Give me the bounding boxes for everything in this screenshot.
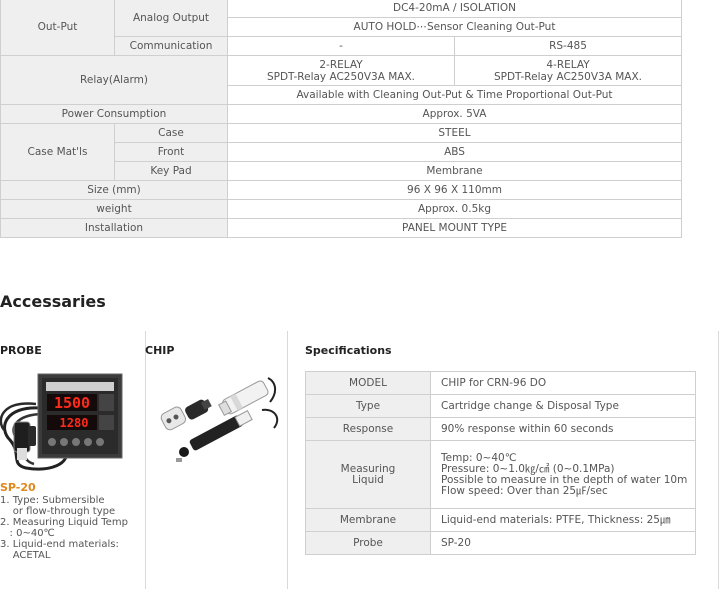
spec-label-communication: Communication <box>114 36 228 56</box>
accessories-title: Accessaries <box>0 292 106 311</box>
probe-note-line: 3. Liquid-end materials: <box>0 539 119 550</box>
spec-table: Out-Put Analog Output DC4-20mA / ISOLATI… <box>0 0 682 238</box>
spec-value-front: ABS <box>227 142 682 162</box>
acc-value-membrane: Liquid-end materials: PTFE, Thickness: 2… <box>430 508 696 532</box>
acc-value-line: Pressure: 0~1.0㎏/㎠ (0~0.1MPa) <box>441 462 615 475</box>
probe-model-label: SP-20 <box>0 481 36 494</box>
acc-value-type: Cartridge change & Disposal Type <box>430 394 696 418</box>
probe-note-line: 1. Type: Submersible <box>0 495 105 506</box>
spec-value-comm-a: - <box>227 36 455 56</box>
spec-label-relay: Relay(Alarm) <box>0 55 228 105</box>
acc-value-line: Temp: 0~40℃ <box>441 451 517 464</box>
spec-value-relay-a: 2-RELAY SPDT-Relay AC250V3A MAX. <box>227 55 455 86</box>
spec-value-relay-note: Available with Cleaning Out-Put & Time P… <box>227 85 682 105</box>
spec-label-size: Size (mm) <box>0 180 228 200</box>
acc-label-response: Response <box>305 417 431 441</box>
spec-value-comm-b: RS-485 <box>454 36 682 56</box>
acc-value-response: 90% response within 60 seconds <box>430 417 696 441</box>
accessory-spec-table: MODEL CHIP for CRN-96 DO Type Cartridge … <box>305 371 696 555</box>
spec-label-analog-output: Analog Output <box>114 0 228 37</box>
spec-label-case: Case <box>114 123 228 143</box>
probe-notes: 1. Type: Submersible or flow-through typ… <box>0 495 128 561</box>
spec-label-case-mat: Case Mat'ls <box>0 123 115 181</box>
display-top-value: 1500 <box>54 394 90 412</box>
relay-b-line2: SPDT-Relay AC250V3A MAX. <box>493 70 643 83</box>
acc-value-model: CHIP for CRN-96 DO <box>430 371 696 395</box>
relay-a-line1: 2-RELAY <box>319 58 363 71</box>
probe-note-line: 2. Measuring Liquid Temp <box>0 517 128 528</box>
spec-value-size: 96 X 96 X 110mm <box>227 180 682 200</box>
spec-label-power: Power Consumption <box>0 104 228 124</box>
spec-label-front: Front <box>114 142 228 162</box>
acc-label-model: MODEL <box>305 371 431 395</box>
spec-value-power: Approx. 5VA <box>227 104 682 124</box>
probe-controller-image: 1500 1280 <box>0 373 123 471</box>
spec-value-analog-2: AUTO HOLD⋯Sensor Cleaning Out-Put <box>227 17 682 37</box>
spec-label-installation: Installation <box>0 218 228 238</box>
acc-value-measuring-liquid: Temp: 0~40℃ Pressure: 0~1.0㎏/㎠ (0~0.1MPa… <box>430 440 696 509</box>
acc-label-probe: Probe <box>305 531 431 555</box>
column-divider <box>718 331 719 589</box>
spec-value-case: STEEL <box>227 123 682 143</box>
probe-note: 3. Liquid-end materials: ACETAL <box>0 539 128 561</box>
acc-value-probe: SP-20 <box>430 531 696 555</box>
chip-heading: CHIP <box>145 344 175 357</box>
spec-label-out-put: Out-Put <box>0 0 115 56</box>
relay-b-line1: 4-RELAY <box>546 58 590 71</box>
acc-label-line: Liquid <box>352 473 384 486</box>
acc-label-membrane: Membrane <box>305 508 431 532</box>
probe-note: 2. Measuring Liquid Temp : 0~40℃ <box>0 517 128 539</box>
probe-note: 1. Type: Submersible or flow-through typ… <box>0 495 128 517</box>
spec-value-installation: PANEL MOUNT TYPE <box>227 218 682 238</box>
spec-value-keypad: Membrane <box>227 161 682 181</box>
acc-label-measuring-liquid: Measuring Liquid <box>305 440 431 509</box>
probe-heading: PROBE <box>0 344 42 357</box>
chip-image <box>160 377 279 462</box>
column-divider <box>287 331 288 589</box>
acc-label-line: Measuring <box>340 462 396 475</box>
spec-label-weight: weight <box>0 199 228 219</box>
spec-value-weight: Approx. 0.5kg <box>227 199 682 219</box>
column-divider <box>145 331 146 589</box>
spec-value-relay-b: 4-RELAY SPDT-Relay AC250V3A MAX. <box>454 55 682 86</box>
specifications-heading: Specifications <box>305 344 392 357</box>
acc-value-line: Flow speed: Over than 25㎌/sec <box>441 484 608 497</box>
relay-a-line2: SPDT-Relay AC250V3A MAX. <box>266 70 416 83</box>
spec-value-analog-1: DC4-20mA / ISOLATION <box>227 0 682 18</box>
probe-note-line: : 0~40℃ <box>0 528 55 539</box>
display-bottom-value: 1280 <box>60 416 89 430</box>
acc-value-line: Possible to measure in the depth of wate… <box>441 473 688 486</box>
acc-label-type: Type <box>305 394 431 418</box>
spec-label-keypad: Key Pad <box>114 161 228 181</box>
probe-note-line: or flow-through type <box>0 506 116 517</box>
probe-note-line: ACETAL <box>0 550 51 561</box>
